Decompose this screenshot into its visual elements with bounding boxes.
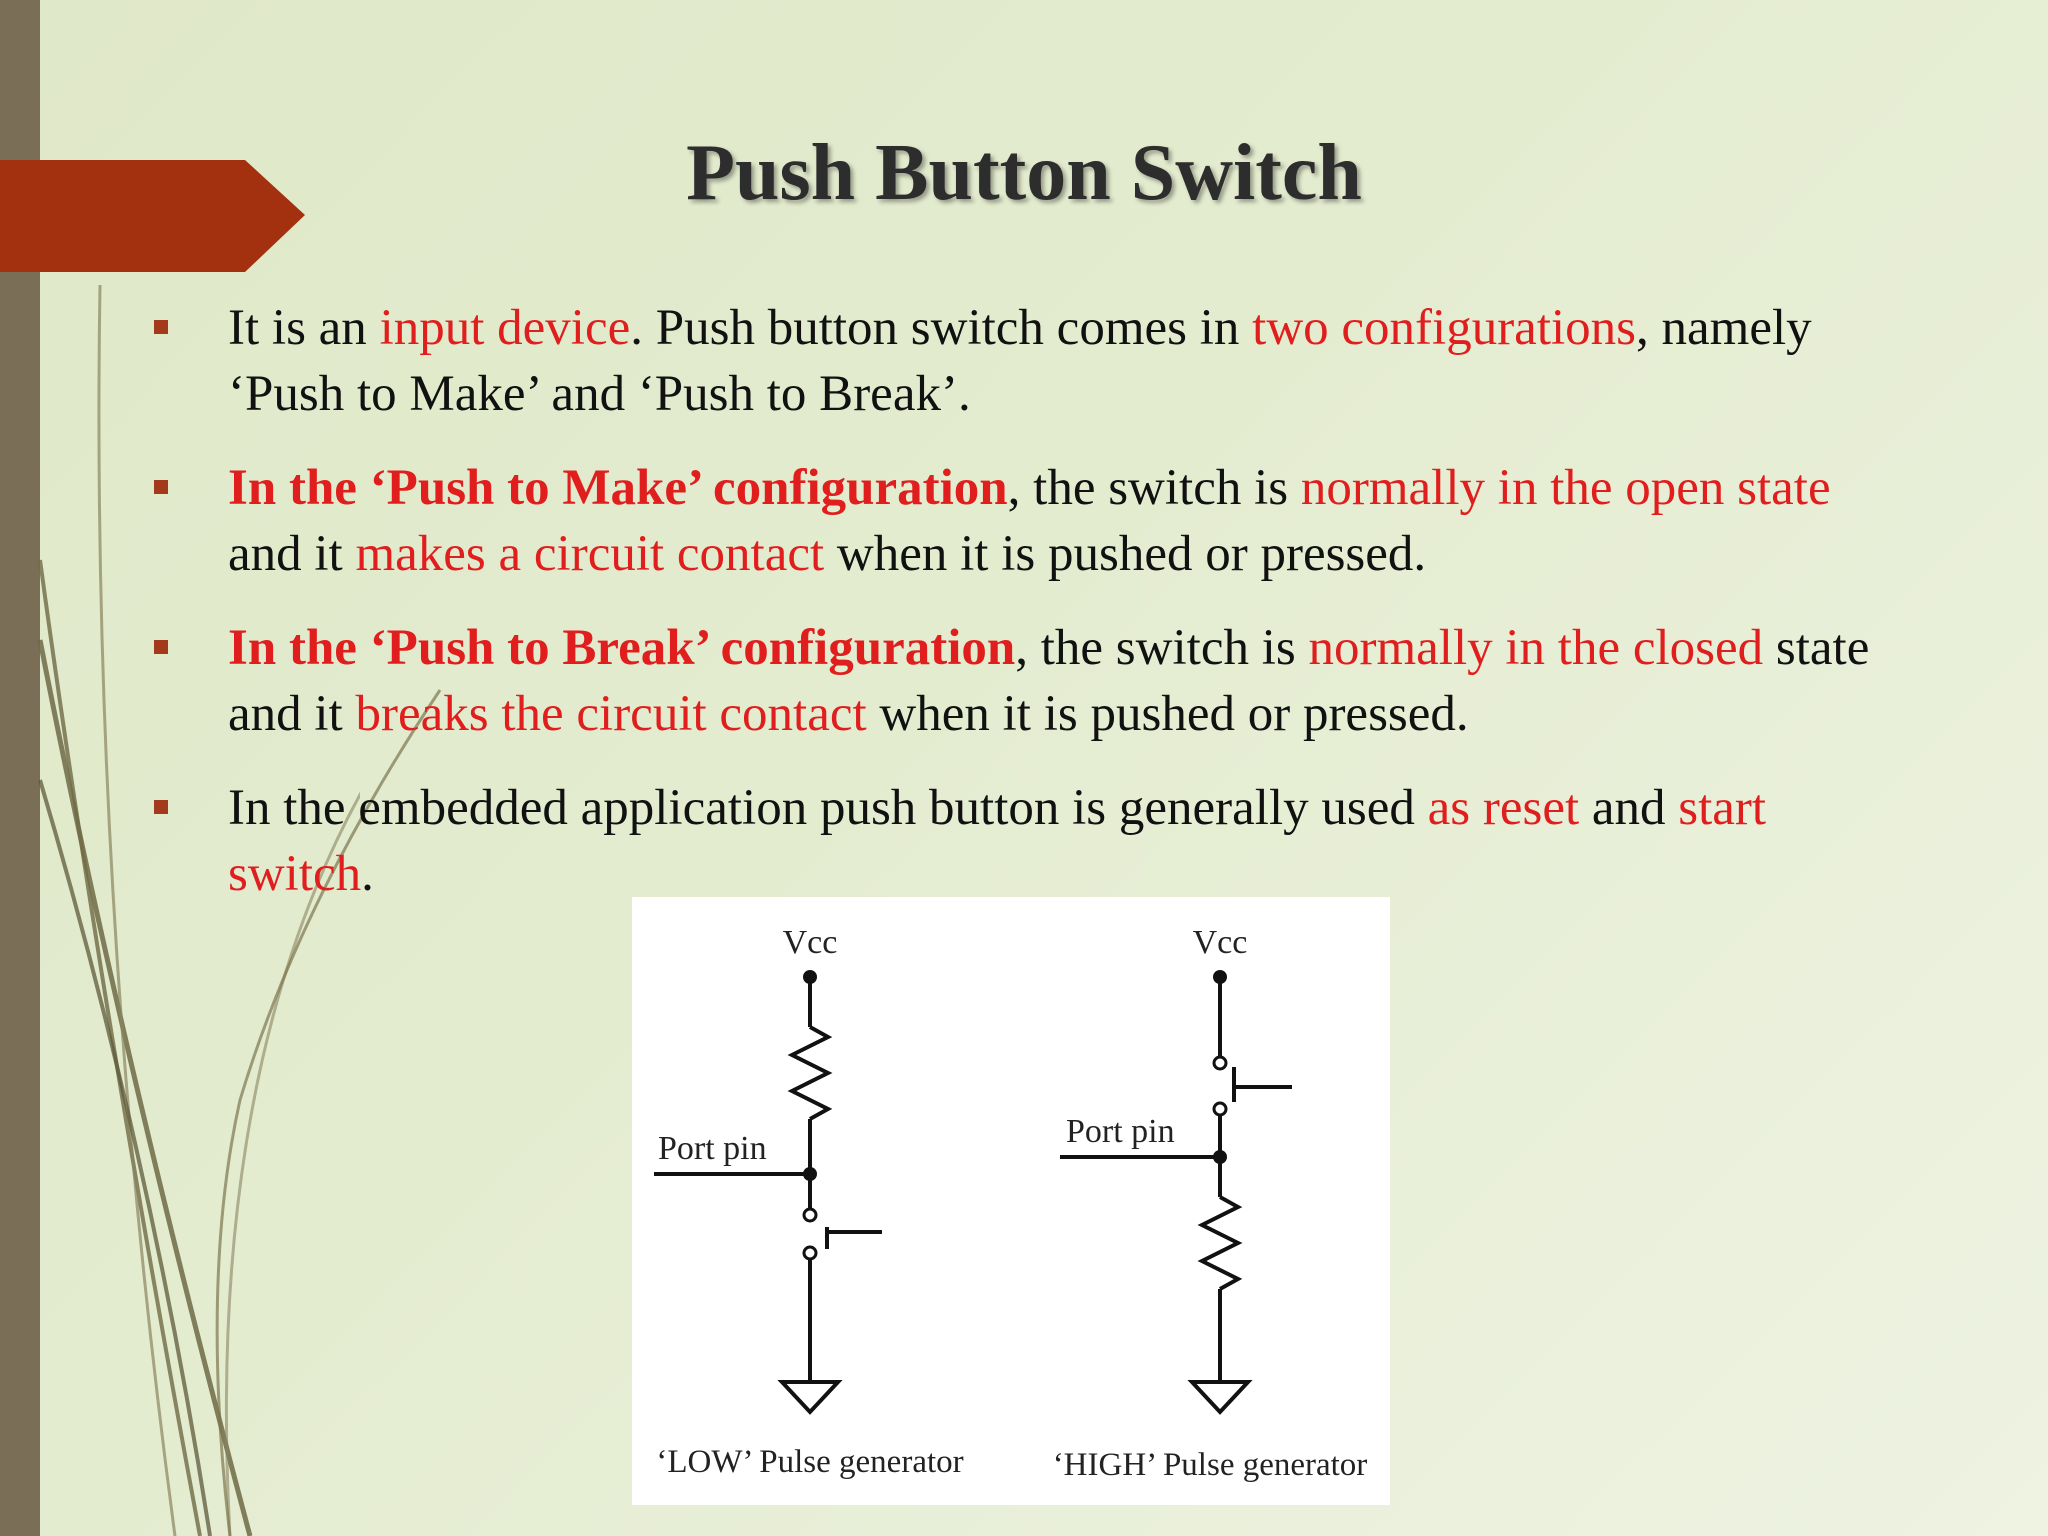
high-pulse-circuit: Vcc Port pin ‘HIGH’ Pulse generator [1053, 924, 1368, 1483]
low-port-pin-label: Port pin [658, 1130, 767, 1167]
high-port-pin-label: Port pin [1066, 1113, 1175, 1150]
bullet-list: It is an input device. Push button switc… [150, 295, 1900, 935]
bullet-text: In the ‘Push to Break’ configuration, th… [228, 620, 1870, 742]
circuit-diagram: Vcc Port pin ‘LOW’ Pulse generator Vcc [654, 924, 1368, 1483]
bullet-marker [154, 480, 168, 494]
bullet-marker [154, 320, 168, 334]
bullet-item: It is an input device. Push button switc… [150, 295, 1900, 427]
slide-title: Push Button Switch [686, 129, 1362, 217]
bullet-text: It is an input device. Push button switc… [228, 300, 1812, 422]
bullet-item: In the ‘Push to Make’ configuration, the… [150, 455, 1900, 587]
decorative-swoosh-diagonal [215, 689, 442, 1536]
bullet-item: In the ‘Push to Break’ configuration, th… [150, 615, 1900, 747]
low-vcc-label: Vcc [783, 924, 838, 961]
bullet-item: In the embedded application push button … [150, 775, 1900, 907]
low-pulse-circuit: Vcc Port pin ‘LOW’ Pulse generator [654, 924, 964, 1480]
high-caption: ‘HIGH’ Pulse generator [1053, 1447, 1368, 1483]
circuit-diagram-figure: Vcc Port pin ‘LOW’ Pulse generator Vcc [632, 897, 1390, 1505]
title-arrow-tab [0, 160, 305, 272]
bullet-text: In the ‘Push to Make’ configuration, the… [228, 460, 1831, 582]
bullet-marker [154, 800, 168, 814]
low-caption: ‘LOW’ Pulse generator [656, 1444, 963, 1480]
bullet-text: In the embedded application push button … [228, 780, 1767, 902]
high-vcc-label: Vcc [1193, 924, 1248, 961]
decorative-swoosh [37, 284, 360, 1536]
bullet-marker [154, 640, 168, 654]
